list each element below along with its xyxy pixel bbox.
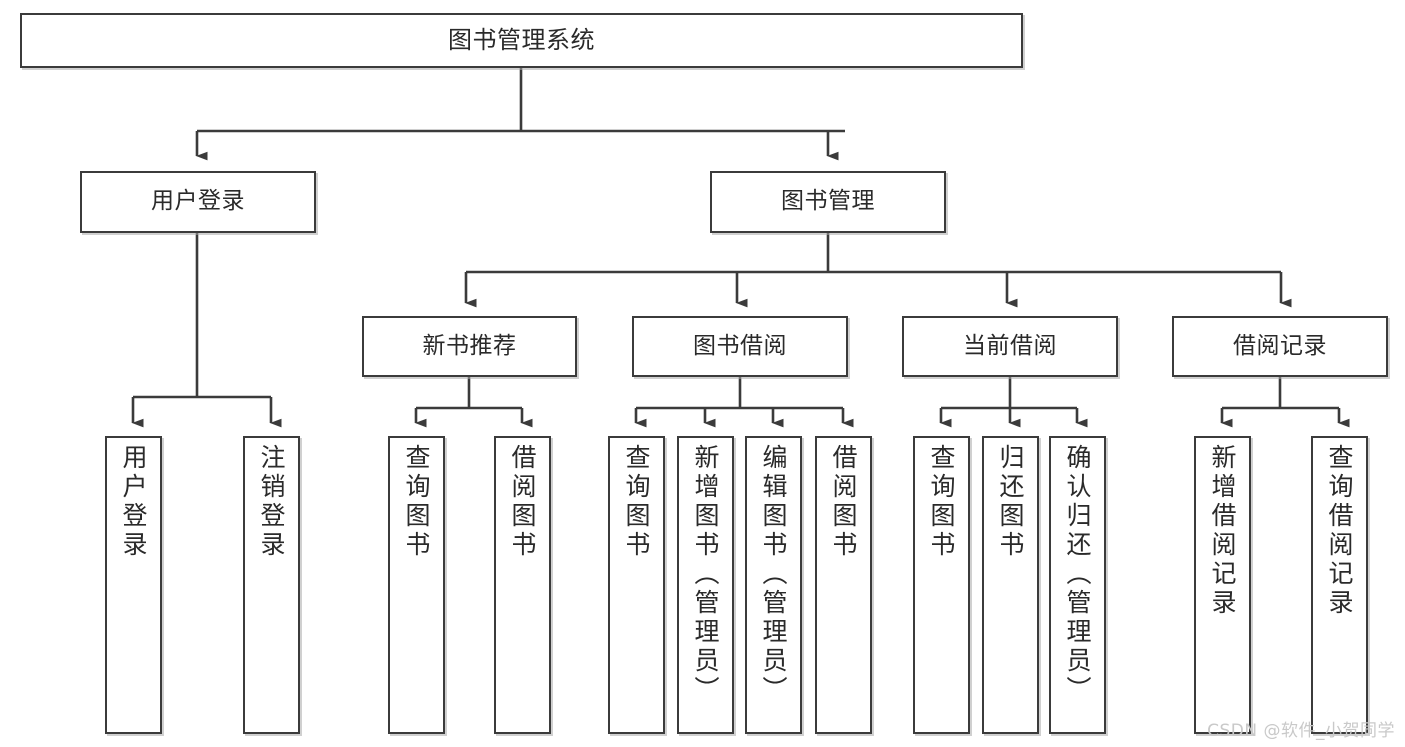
node-leaf-return-book[interactable]: 归还图书	[982, 436, 1039, 734]
node-leaf-logout-login[interactable]: 注销登录	[243, 436, 300, 734]
node-leaf-confirm-return[interactable]: 确认归还（管理员）	[1049, 436, 1106, 734]
node-leaf-edit-book-label: 编辑图书（管理员）	[759, 444, 788, 705]
node-leaf-user-login[interactable]: 用户登录	[105, 436, 162, 734]
node-leaf-borrow-book-2-label: 借阅图书	[829, 444, 858, 560]
node-leaf-return-book-label: 归还图书	[996, 444, 1025, 560]
node-leaf-add-book-label: 新增图书（管理员）	[691, 444, 720, 705]
node-book-borrow[interactable]: 图书借阅	[632, 316, 848, 377]
node-leaf-query-book-2-label: 查询图书	[622, 444, 651, 560]
node-user-login-label: 用户登录	[151, 188, 245, 215]
node-book-manage-label: 图书管理	[781, 188, 875, 215]
node-leaf-logout-login-label: 注销登录	[257, 444, 286, 560]
node-leaf-query-book-3-label: 查询图书	[927, 444, 956, 560]
node-leaf-query-book-1-label: 查询图书	[402, 444, 431, 560]
node-new-book-recommend-label: 新书推荐	[422, 332, 517, 359]
node-book-manage[interactable]: 图书管理	[710, 171, 946, 233]
node-leaf-query-book-3[interactable]: 查询图书	[913, 436, 970, 734]
csdn-watermark: CSDN @软件_小贺同学	[1207, 721, 1395, 741]
node-leaf-user-login-label: 用户登录	[119, 444, 148, 560]
node-leaf-borrow-book-1[interactable]: 借阅图书	[494, 436, 551, 734]
node-leaf-query-book-2[interactable]: 查询图书	[608, 436, 665, 734]
node-leaf-query-record-label: 查询借阅记录	[1325, 444, 1354, 618]
node-book-borrow-label: 图书借阅	[693, 332, 787, 359]
node-leaf-borrow-book-2[interactable]: 借阅图书	[815, 436, 872, 734]
node-user-login[interactable]: 用户登录	[80, 171, 316, 233]
node-leaf-add-record[interactable]: 新增借阅记录	[1194, 436, 1251, 734]
node-current-borrow[interactable]: 当前借阅	[902, 316, 1118, 377]
node-leaf-query-record[interactable]: 查询借阅记录	[1311, 436, 1368, 734]
node-root[interactable]: 图书管理系统	[20, 13, 1023, 68]
node-leaf-borrow-book-1-label: 借阅图书	[508, 444, 537, 560]
node-borrow-record-label: 借阅记录	[1233, 332, 1327, 359]
node-leaf-add-book[interactable]: 新增图书（管理员）	[677, 436, 734, 734]
node-leaf-confirm-return-label: 确认归还（管理员）	[1063, 444, 1092, 705]
node-current-borrow-label: 当前借阅	[963, 332, 1057, 359]
node-leaf-query-book-1[interactable]: 查询图书	[388, 436, 445, 734]
node-root-label: 图书管理系统	[448, 26, 595, 55]
node-leaf-add-record-label: 新增借阅记录	[1208, 444, 1237, 618]
node-borrow-record[interactable]: 借阅记录	[1172, 316, 1388, 377]
node-new-book-recommend[interactable]: 新书推荐	[362, 316, 577, 377]
node-leaf-edit-book[interactable]: 编辑图书（管理员）	[745, 436, 802, 734]
